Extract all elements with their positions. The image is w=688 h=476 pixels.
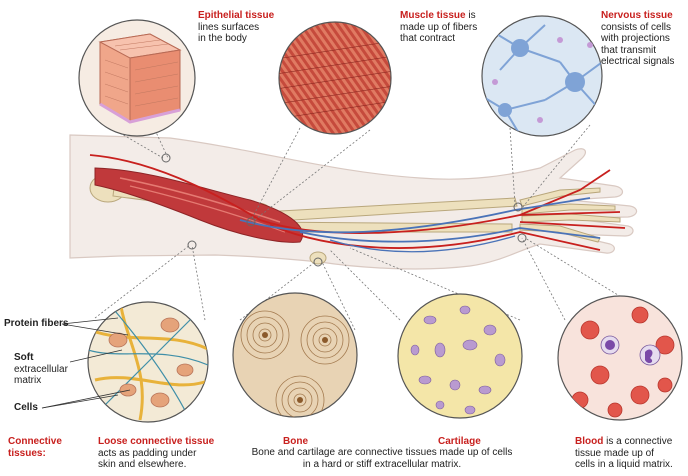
- bone-cartilage-desc-1: Bone and cartilage are connective tissue…: [251, 447, 513, 458]
- muscle-desc-1: made up of fibers: [400, 21, 478, 33]
- connective-line-1: Connective: [8, 436, 62, 447]
- blood-illustration: [557, 295, 683, 421]
- protein-fibers-label: Protein fibers: [4, 318, 69, 329]
- connective-tissues-heading: Connective tissues:: [8, 436, 62, 459]
- soft-matrix-label: Soft extracellular matrix: [14, 352, 68, 387]
- soft-matrix-line-1: Soft: [14, 352, 34, 363]
- epithelial-tissue-illustration: [78, 19, 196, 137]
- arm-silhouette: [69, 134, 638, 270]
- callout-markers: [161, 153, 527, 267]
- loose-title: Loose connective tissue: [98, 436, 215, 447]
- blood-desc-2: cells in a liquid matrix.: [575, 459, 673, 470]
- blood-title: Blood: [575, 436, 604, 447]
- blood-desc-0: is a connective: [603, 436, 673, 447]
- loose-connective-caption: Loose connective tissue acts as padding …: [98, 436, 214, 471]
- muscle-title: Muscle tissue: [400, 10, 466, 21]
- cells-label: Cells: [14, 402, 38, 413]
- nervous-desc-1: consists of cells: [601, 21, 672, 33]
- epithelial-desc-2: in the body: [198, 33, 247, 44]
- epithelial-label: Epithelial tissue lines surfaces in the …: [198, 10, 274, 45]
- nervous-desc-2: with projections: [601, 33, 670, 44]
- muscle-label: Muscle tissue is made up of fibers that …: [400, 10, 477, 45]
- loose-desc-1: acts as padding under: [98, 447, 197, 459]
- connective-line-2: tissues:: [8, 447, 46, 459]
- blood-vessels: [89, 154, 626, 253]
- loose-tissue-pointers: [41, 317, 131, 409]
- nervous-tissue-illustration: [481, 15, 603, 137]
- bone-title: Bone: [283, 436, 308, 447]
- loose-desc-2: skin and elsewhere.: [98, 459, 187, 470]
- nervous-title: Nervous tissue: [601, 10, 673, 21]
- bone-cartilage-desc-2: in a hard or stiff extracellular matrix.: [302, 458, 462, 470]
- nervous-desc-3: that transmit: [601, 44, 657, 56]
- blood-caption: Blood is a connective tissue made up of …: [575, 436, 673, 471]
- cartilage-illustration: [397, 293, 523, 419]
- muscle-desc-0: is: [465, 10, 476, 21]
- bone-tissue-illustration: [232, 292, 358, 418]
- epithelial-title: Epithelial tissue: [198, 10, 275, 21]
- muscle-tissue-illustration: [278, 21, 392, 135]
- loose-connective-tissue-illustration: [87, 301, 209, 423]
- soft-matrix-line-2: extracellular: [14, 363, 68, 375]
- nervous-label: Nervous tissue consists of cells with pr…: [601, 10, 674, 68]
- nervous-desc-4: electrical signals: [601, 56, 675, 67]
- soft-matrix-line-3: matrix: [14, 375, 42, 386]
- blood-desc-1: tissue made up of: [575, 447, 654, 459]
- epithelial-desc-1: lines surfaces: [198, 21, 260, 33]
- muscle-desc-2: that contract: [400, 33, 456, 44]
- bone-cartilage-caption: Bone and cartilage are connective tissue…: [232, 447, 532, 470]
- cartilage-title: Cartilage: [438, 436, 481, 447]
